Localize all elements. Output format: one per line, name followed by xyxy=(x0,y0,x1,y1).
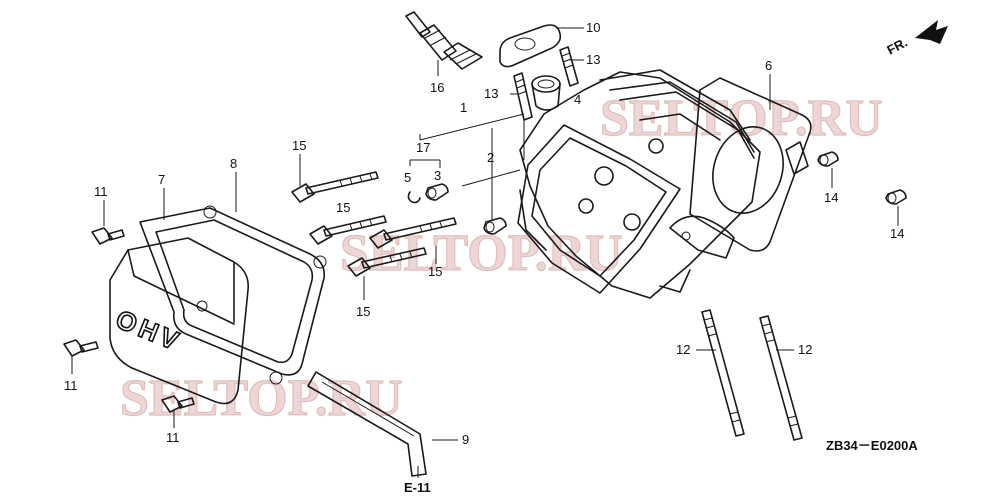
head-gasket xyxy=(689,77,812,252)
dowel-pin xyxy=(817,151,839,167)
flange-bolt xyxy=(291,171,379,203)
callout-12: 12 xyxy=(798,342,812,357)
callout-13: 13 xyxy=(484,86,498,101)
cover-marking: OHV xyxy=(112,304,187,357)
cylinder-head xyxy=(517,69,761,299)
dowel-pin-small xyxy=(483,217,507,235)
watermark: SELTOP.RU xyxy=(120,370,403,427)
callout-7: 7 xyxy=(158,172,165,187)
callout-15: 15 xyxy=(336,200,350,215)
cover-bolt xyxy=(161,395,195,413)
callout-2: 2 xyxy=(487,150,494,165)
valve-clip xyxy=(407,191,421,204)
spark-plug xyxy=(405,11,483,70)
head-cover-gasket xyxy=(139,205,327,385)
callout-5: 5 xyxy=(404,170,411,185)
insulator-gasket xyxy=(499,24,562,68)
cylinder-stud xyxy=(701,309,745,437)
callout-17: 17 xyxy=(416,140,430,155)
cover-bolt xyxy=(91,227,125,245)
collet-pin xyxy=(425,183,449,201)
stud-bolt xyxy=(513,72,533,121)
callout-11: 11 xyxy=(166,430,180,445)
cylinder-stud xyxy=(759,315,803,441)
callout-15: 15 xyxy=(356,304,370,319)
callout-16: 16 xyxy=(430,80,444,95)
callout-3: 3 xyxy=(434,168,441,183)
section-reference: E-11 xyxy=(404,480,431,495)
callout-15: 15 xyxy=(292,138,306,153)
callout-1: 1 xyxy=(460,100,467,115)
insulator-sleeve xyxy=(531,75,561,111)
diagram-code: ZB34－E0200A xyxy=(826,438,918,453)
front-direction-arrow: FR. xyxy=(884,20,948,58)
flange-bolt xyxy=(309,215,387,245)
callout-10: 10 xyxy=(586,20,600,35)
stud-bolt xyxy=(559,46,579,87)
watermark: SELTOP.RU xyxy=(600,90,883,147)
dowel-pin xyxy=(885,189,907,205)
callout-8: 8 xyxy=(230,156,237,171)
front-direction-label: FR. xyxy=(884,35,910,58)
callout-4: 4 xyxy=(574,92,581,107)
leader-lines xyxy=(71,27,899,478)
callout-13: 13 xyxy=(586,52,600,67)
callout-15: 15 xyxy=(428,264,442,279)
callout-14: 14 xyxy=(890,226,904,241)
callout-9: 9 xyxy=(462,432,469,447)
watermark: SELTOP.RU xyxy=(340,225,623,282)
callout-11: 11 xyxy=(64,378,78,393)
cover-bolt xyxy=(63,339,99,357)
flange-bolt xyxy=(369,217,457,249)
callout-11: 11 xyxy=(94,184,108,199)
callout-12: 12 xyxy=(676,342,690,357)
callout-6: 6 xyxy=(765,58,772,73)
flange-bolt xyxy=(347,247,427,277)
callout-14: 14 xyxy=(824,190,838,205)
breather-tube xyxy=(307,371,427,477)
